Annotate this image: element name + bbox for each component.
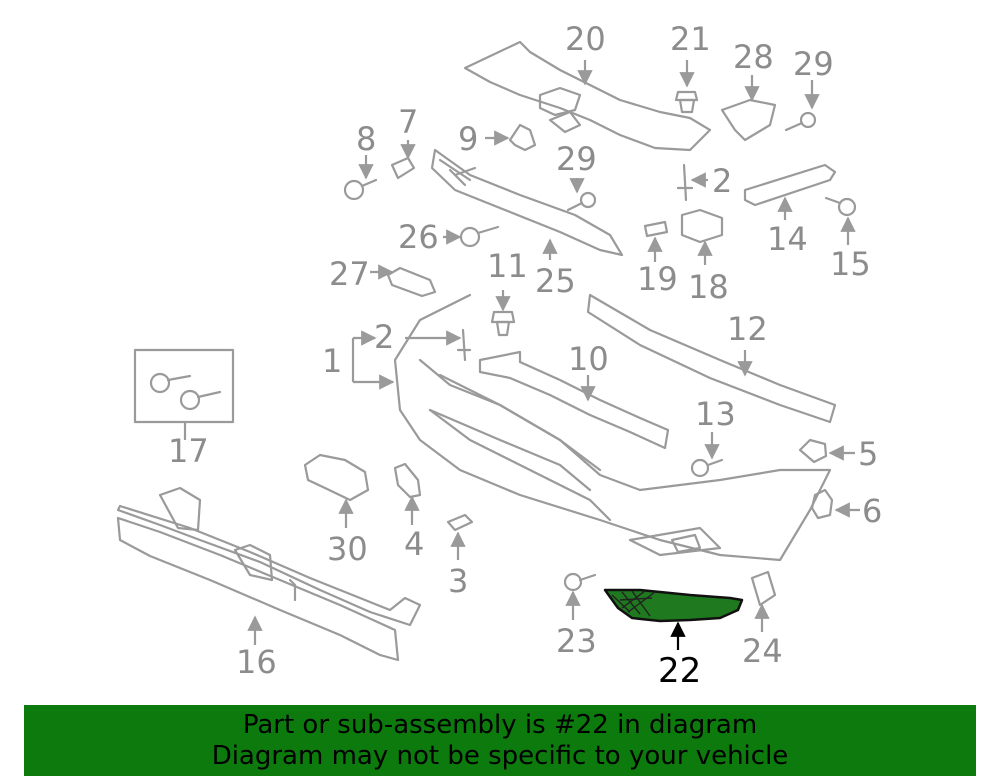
- callout-8: 8: [356, 120, 376, 158]
- part-9-bracket: [508, 123, 537, 152]
- callout-11: 11: [487, 247, 528, 285]
- part-30-sensor: [303, 453, 370, 502]
- part-5-nut: [798, 438, 828, 464]
- part-2-pin-lower: [456, 328, 472, 362]
- part-26-bolt: [459, 225, 500, 248]
- callout-5: 5: [858, 435, 878, 473]
- callout-7: 7: [398, 103, 418, 141]
- part-4-bracket: [393, 462, 422, 499]
- banner-line-2: Diagram may not be specific to your vehi…: [211, 741, 789, 771]
- callout-2-upper: 2: [712, 162, 732, 200]
- callout-9: 9: [458, 120, 478, 158]
- part-13-clip: [690, 458, 724, 478]
- part-2-pin-upper: [676, 163, 694, 202]
- callout-18: 18: [688, 268, 729, 306]
- part-17-bolt-kit: [133, 348, 235, 424]
- callout-25: 25: [535, 262, 576, 300]
- part-28-bracket: [720, 98, 777, 142]
- part-19-clip: [643, 220, 669, 238]
- part-21-bolt: [674, 90, 699, 114]
- part-22-fog-grille-highlighted: [603, 588, 744, 623]
- callout-21: 21: [670, 20, 711, 58]
- callout-3: 3: [448, 562, 468, 600]
- callout-15: 15: [830, 245, 871, 283]
- callout-12: 12: [727, 310, 768, 348]
- part-1-bumper-cover: [393, 293, 832, 562]
- callout-16: 16: [236, 643, 277, 681]
- part-7-clip: [390, 156, 416, 180]
- callout-6: 6: [862, 492, 882, 530]
- callout-29-top: 29: [793, 45, 834, 83]
- part-23-screw: [563, 572, 597, 592]
- part-29-screw-mid: [566, 191, 597, 212]
- callout-20: 20: [565, 20, 606, 58]
- part-10-grille: [478, 350, 670, 450]
- callout-28: 28: [733, 38, 774, 76]
- parts-diagram: 20 21 28 29 8 7 9 29 2 26 25 27 19 18 14…: [116, 20, 882, 691]
- part-3-retainer: [446, 513, 474, 532]
- part-8-bolt: [343, 178, 378, 201]
- part-18-bracket: [680, 208, 724, 244]
- leader-lines: [183, 60, 860, 650]
- part-14-rail: [743, 163, 837, 207]
- info-banner: Part or sub-assembly is #22 in diagram D…: [24, 705, 976, 776]
- callout-labels: 20 21 28 29 8 7 9 29 2 26 25 27 19 18 14…: [168, 20, 882, 691]
- callout-27: 27: [329, 255, 370, 293]
- part-20-upper-cover: [463, 40, 712, 152]
- callout-10: 10: [568, 340, 609, 378]
- callout-26: 26: [398, 218, 439, 256]
- callout-13: 13: [695, 395, 736, 433]
- callout-17: 17: [168, 432, 209, 470]
- part-15-clip: [824, 196, 857, 217]
- part-16-reinforcement: [116, 486, 422, 662]
- part-12-absorber: [586, 293, 837, 424]
- part-27-bracket: [386, 266, 437, 298]
- part-25-grille-support: [430, 148, 624, 257]
- part-24-cover: [750, 570, 777, 607]
- callout-29-mid: 29: [556, 140, 597, 178]
- callout-4: 4: [404, 525, 424, 563]
- callout-24: 24: [742, 632, 783, 670]
- callout-23: 23: [556, 622, 597, 660]
- banner-line-1: Part or sub-assembly is #22 in diagram: [242, 710, 758, 740]
- callout-1: 1: [322, 342, 342, 380]
- callout-22-highlighted: 22: [658, 651, 701, 691]
- callout-2-lower: 2: [374, 318, 394, 356]
- callout-30: 30: [327, 530, 368, 568]
- part-11-bolt: [490, 310, 516, 337]
- callout-19: 19: [637, 260, 678, 298]
- part-6-clip: [810, 488, 834, 520]
- callout-14: 14: [767, 220, 808, 258]
- part-29-screw-top: [784, 111, 817, 132]
